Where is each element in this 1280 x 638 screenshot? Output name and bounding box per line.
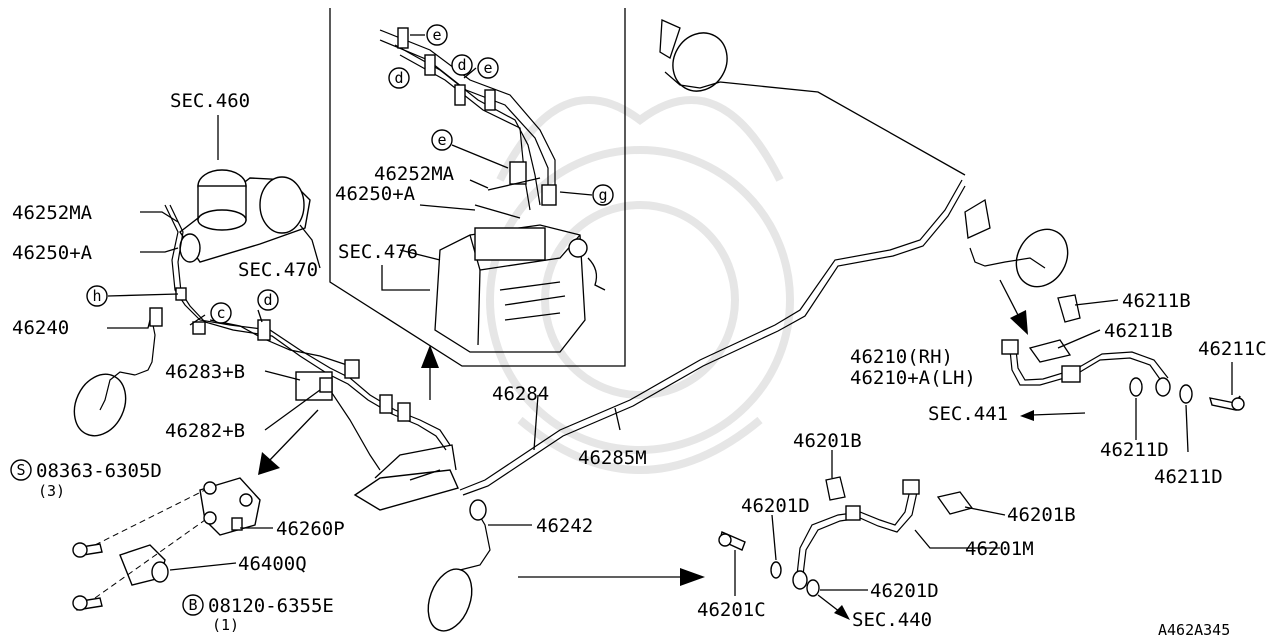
part-46252ma-left: 46252MA <box>12 202 93 224</box>
callout-g: g <box>592 184 614 206</box>
sec460-label: SEC.460 <box>170 90 250 112</box>
svg-text:e: e <box>437 131 446 149</box>
part-46211b-top: 46211B <box>1122 290 1191 312</box>
part-46250a-inset: 46250+A <box>335 183 416 205</box>
callout-h: h <box>86 285 108 307</box>
part-46400q: 46400Q <box>238 553 307 575</box>
callout-e-inset-b: e <box>477 57 499 79</box>
screw-symbol-s: S <box>10 459 32 481</box>
part-46201m: 46201M <box>965 538 1034 560</box>
watermark-emblem <box>486 96 794 474</box>
part-46250a-left: 46250+A <box>12 242 93 264</box>
inset-fitting <box>568 238 588 258</box>
master-cylinder-drawing <box>179 169 311 263</box>
part-46242: 46242 <box>536 515 593 537</box>
rear-fasteners <box>1129 377 1245 411</box>
part-46211c: 46211C <box>1198 338 1267 360</box>
screw-s-qty: (3) <box>38 482 65 500</box>
part-46211b-mid: 46211B <box>1104 320 1173 342</box>
svg-text:e: e <box>432 26 441 44</box>
part-46201b-top: 46201B <box>793 430 862 452</box>
part-46201c: 46201C <box>697 599 766 621</box>
part-46211d-left: 46211D <box>1100 439 1169 461</box>
inset-brake-lines <box>379 27 557 219</box>
callout-c: c <box>210 302 232 324</box>
rear-hose-46210 <box>1001 294 1171 397</box>
part-46201b-right: 46201B <box>1007 504 1076 526</box>
rear-top-disc <box>659 19 728 92</box>
svg-text:S: S <box>16 461 25 479</box>
engine-block-drawing <box>434 224 606 353</box>
abs-actuator <box>474 227 546 261</box>
callout-e-top: e <box>426 24 448 46</box>
front-left-disc <box>73 371 136 437</box>
svg-text:e: e <box>483 59 492 77</box>
part-46285m: 46285M <box>578 447 647 469</box>
svg-text:g: g <box>598 186 607 204</box>
part-46284: 46284 <box>492 383 549 405</box>
callout-d-inset-b: d <box>451 54 473 76</box>
sec476-label: SEC.476 <box>338 241 418 263</box>
sec440-label: SEC.440 <box>852 609 932 631</box>
svg-text:d: d <box>394 69 403 87</box>
part-46282b: 46282+B <box>165 420 245 442</box>
screw-symbol-b: B <box>182 594 204 616</box>
callout-e-inset-c: e <box>431 129 453 151</box>
callout-d-inset-a: d <box>388 67 410 89</box>
direction-arrows <box>258 279 1086 620</box>
part-46211d-right: 46211D <box>1154 466 1223 488</box>
front-bottom-disc <box>427 499 491 632</box>
part-46252ma-inset: 46252MA <box>374 163 455 185</box>
rear-right-disc <box>964 198 1069 288</box>
part-46283b: 46283+B <box>165 361 245 383</box>
left-brake-lines <box>134 204 459 511</box>
svg-text:c: c <box>216 304 225 322</box>
screw-s-part: 08363-6305D <box>36 460 162 482</box>
part-46210-rh: 46210(RH) <box>850 346 953 368</box>
main-brake-line <box>459 81 966 496</box>
callout-d-left: d <box>257 289 279 311</box>
engine-inset-frame <box>329 8 626 367</box>
part-46260p: 46260P <box>276 518 345 540</box>
abs-bracket <box>353 469 459 511</box>
part-46240: 46240 <box>12 317 69 339</box>
diagram-id: A462A345 <box>1158 621 1230 638</box>
sensor-assembly <box>72 477 261 611</box>
part-46210a-lh: 46210+A(LH) <box>850 367 976 389</box>
screw-b-part: 08120-6355E <box>208 595 334 617</box>
leader-lines <box>107 34 1233 596</box>
part-46201d-bottom: 46201D <box>870 580 939 602</box>
svg-text:h: h <box>92 287 101 305</box>
sec470-label: SEC.470 <box>238 259 318 281</box>
svg-text:d: d <box>263 291 272 309</box>
sec441-label: SEC.441 <box>928 403 1008 425</box>
part-46201d-top: 46201D <box>741 495 810 517</box>
screw-b-qty: (1) <box>212 616 239 634</box>
front-hose-46201m <box>718 476 974 597</box>
svg-text:B: B <box>188 596 197 614</box>
svg-text:d: d <box>457 56 466 74</box>
